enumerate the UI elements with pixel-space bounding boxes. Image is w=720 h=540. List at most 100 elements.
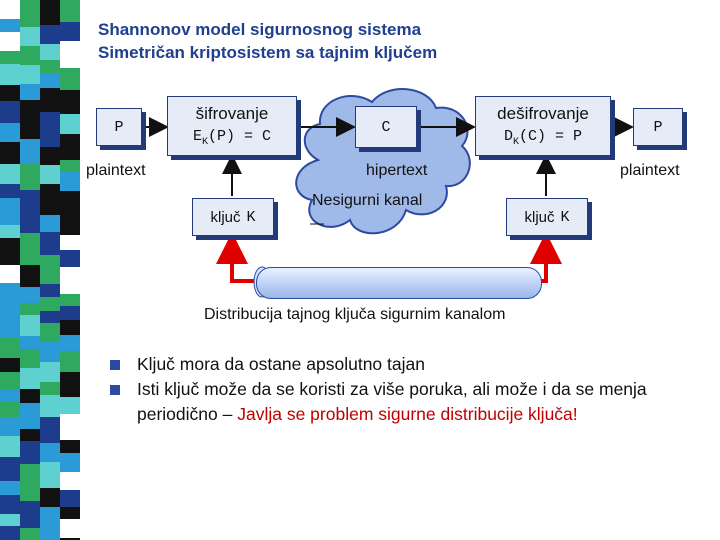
stripe-block <box>20 287 40 303</box>
key-box-right: ključ K <box>506 198 588 236</box>
stripe-block <box>60 320 80 335</box>
stripe-block <box>0 225 20 238</box>
stripe-block <box>0 338 20 358</box>
stripe-block <box>0 198 20 225</box>
stripe-block <box>60 191 80 213</box>
stripe-block <box>20 315 40 336</box>
stripe-block <box>0 184 20 198</box>
stripe-block <box>0 457 20 481</box>
key-box-left: ključ K <box>192 198 274 236</box>
stripe-block <box>0 164 20 184</box>
plaintext-input-box: P <box>96 108 142 146</box>
stripe-block <box>20 403 40 429</box>
stripe-block <box>40 311 60 323</box>
stripe-block <box>20 336 40 349</box>
key-right-variable: K <box>560 208 570 226</box>
bullet-list: Ključ mora da ostane apsolutno tajan Ist… <box>110 352 710 427</box>
stripe-block <box>0 526 20 540</box>
stripe-block <box>0 101 20 123</box>
stripe-block <box>20 100 40 123</box>
stripe-block <box>0 417 20 436</box>
stripe-block <box>20 164 40 190</box>
stripe-block <box>20 349 40 368</box>
stripe-block <box>60 440 80 453</box>
key-left-label: ključ <box>210 208 241 226</box>
stripe-block <box>60 472 80 490</box>
stripe-block <box>40 112 60 126</box>
stripe-block <box>20 429 40 441</box>
stripe-block <box>20 233 40 250</box>
stripe-block <box>60 306 80 320</box>
bullet-text: Isti ključ može da se koristi za više po… <box>137 379 647 424</box>
stripe-block <box>60 414 80 440</box>
stripe-block <box>0 19 20 32</box>
stripe-block <box>0 319 20 338</box>
stripe-block <box>0 123 20 142</box>
stripe-block <box>60 519 80 538</box>
stripe-block <box>40 232 60 255</box>
stripe-block <box>0 514 20 526</box>
stripe-block <box>0 358 20 372</box>
stripe-block <box>0 32 20 51</box>
stripe-block <box>40 88 60 112</box>
stripe-block <box>40 323 60 342</box>
stripe-block <box>0 389 20 402</box>
encryption-label: šifrovanje <box>195 104 269 123</box>
stripe-block <box>20 501 40 515</box>
bullet-highlight: Javlja se problem sigurne distribucije k… <box>237 404 578 424</box>
stripe-block <box>0 51 20 64</box>
decryption-box: dešifrovanje DK(C) = P <box>475 96 611 156</box>
stripe-block <box>0 283 20 305</box>
stripe-block <box>60 68 80 90</box>
stripe-block <box>60 134 80 160</box>
stripe-block <box>40 184 60 196</box>
stripe-block <box>60 397 80 414</box>
bullet-square-icon <box>110 385 120 395</box>
stripe-block <box>20 528 40 540</box>
stripe-block <box>20 515 40 528</box>
stripe-block <box>40 44 60 60</box>
stripe-block <box>40 362 60 382</box>
stripe-block <box>40 196 60 215</box>
stripe-block <box>60 172 80 191</box>
stripe-block <box>60 507 80 519</box>
stripe-block <box>60 22 80 41</box>
stripe-block <box>20 65 40 84</box>
bullet-item: Ključ mora da ostane apsolutno tajan <box>110 352 710 377</box>
stripe-block <box>60 235 80 250</box>
stripe-block <box>60 267 80 294</box>
stripe-block <box>40 443 60 462</box>
stripe-block <box>40 488 60 507</box>
plaintext-output-symbol: P <box>653 118 663 136</box>
stripe-block <box>0 436 20 457</box>
stripe-block <box>40 126 60 147</box>
bullet-item: Isti ključ može da se koristi za više po… <box>110 377 710 427</box>
stripe-block <box>40 297 60 311</box>
stripe-block <box>40 60 60 73</box>
stripe-block <box>40 417 60 443</box>
plaintext-output-box: P <box>633 108 683 146</box>
stripe-block <box>40 382 60 395</box>
insecure-channel-label: Nesigurni kanal <box>312 192 423 209</box>
plaintext-right-label: plaintext <box>620 162 680 179</box>
stripe-block <box>0 238 20 265</box>
stripe-block <box>40 531 60 540</box>
slide-title: Shannonov model sigurnosnog sistema <box>98 20 422 39</box>
stripe-block <box>40 284 60 297</box>
stripe-block <box>60 250 80 267</box>
stripe-block <box>0 495 20 514</box>
stripe-block <box>0 85 20 101</box>
stripe-block <box>60 90 80 114</box>
hipertext-label: hipertext <box>366 162 428 179</box>
stripe-block <box>40 462 60 488</box>
encryption-formula: EK(P) = C <box>192 128 272 148</box>
stripe-block <box>0 402 20 417</box>
stripe-block <box>40 255 60 271</box>
stripe-block <box>20 303 40 315</box>
stripe-block <box>20 265 40 287</box>
stripe-block <box>40 25 60 44</box>
stripe-block <box>20 139 40 164</box>
stripe-block <box>20 190 40 213</box>
stripe-block <box>60 538 80 540</box>
